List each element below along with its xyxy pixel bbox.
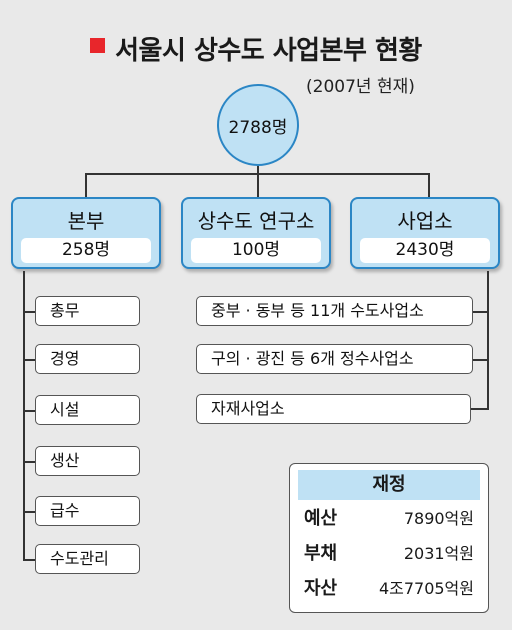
connector-line — [257, 173, 259, 197]
division-name: 본부 — [67, 209, 105, 233]
connector-line — [257, 166, 259, 174]
hq-unit: 급수 — [35, 496, 140, 526]
bracket-tick — [471, 408, 489, 410]
total-count-circle: 2788명 — [217, 84, 299, 166]
finance-table: 재정 예산 7890억원 부채 2031억원 자산 4조7705억원 — [289, 463, 489, 613]
bracket-tick — [23, 511, 35, 513]
finance-label: 예산 — [304, 508, 338, 529]
finance-label: 자산 — [304, 578, 338, 599]
division-name: 사업소 — [397, 209, 453, 233]
finance-value: 2031억원 — [403, 544, 474, 563]
division-lab: 상수도 연구소 100명 — [181, 197, 331, 269]
division-count: 258명 — [21, 238, 151, 263]
bracket-line — [23, 271, 25, 561]
hq-unit: 수도관리 — [35, 544, 140, 574]
bracket-tick — [23, 461, 35, 463]
finance-row: 예산 7890억원 — [304, 504, 474, 534]
hq-unit: 경영 — [35, 344, 140, 374]
division-count: 2430명 — [360, 238, 490, 263]
bracket-tick — [23, 559, 35, 561]
office-item: 자재사업소 — [196, 394, 471, 424]
finance-value: 7890억원 — [403, 509, 474, 528]
office-item: 중부 · 동부 등 11개 수도사업소 — [196, 296, 473, 326]
division-offices: 사업소 2430명 — [350, 197, 500, 269]
division-count: 100명 — [191, 238, 321, 263]
finance-row: 부채 2031억원 — [304, 539, 474, 569]
office-item: 구의 · 광진 등 6개 정수사업소 — [196, 344, 473, 374]
division-name: 상수도 연구소 — [197, 209, 315, 233]
division-hq: 본부 258명 — [11, 197, 161, 269]
bracket-tick — [23, 359, 35, 361]
title-marker-icon — [90, 38, 106, 53]
bracket-tick — [473, 359, 489, 361]
hq-unit: 시설 — [35, 395, 140, 425]
finance-title: 재정 — [298, 470, 480, 500]
finance-value: 4조7705억원 — [378, 579, 474, 598]
bracket-tick — [473, 311, 489, 313]
connector-line — [428, 173, 430, 197]
hq-unit: 총무 — [35, 296, 140, 326]
bracket-line — [487, 271, 489, 410]
total-count: 2788명 — [228, 117, 288, 138]
bracket-tick — [23, 311, 35, 313]
connector-line — [85, 173, 87, 197]
hq-unit: 생산 — [35, 446, 140, 476]
finance-row: 자산 4조7705억원 — [304, 574, 474, 604]
subtitle: (2007년 현재) — [306, 77, 415, 97]
title-text: 서울시 상수도 사업본부 현황 — [115, 36, 422, 66]
bracket-tick — [23, 410, 35, 412]
page-title: 서울시 상수도 사업본부 현황 — [0, 30, 512, 67]
finance-label: 부채 — [304, 543, 338, 564]
